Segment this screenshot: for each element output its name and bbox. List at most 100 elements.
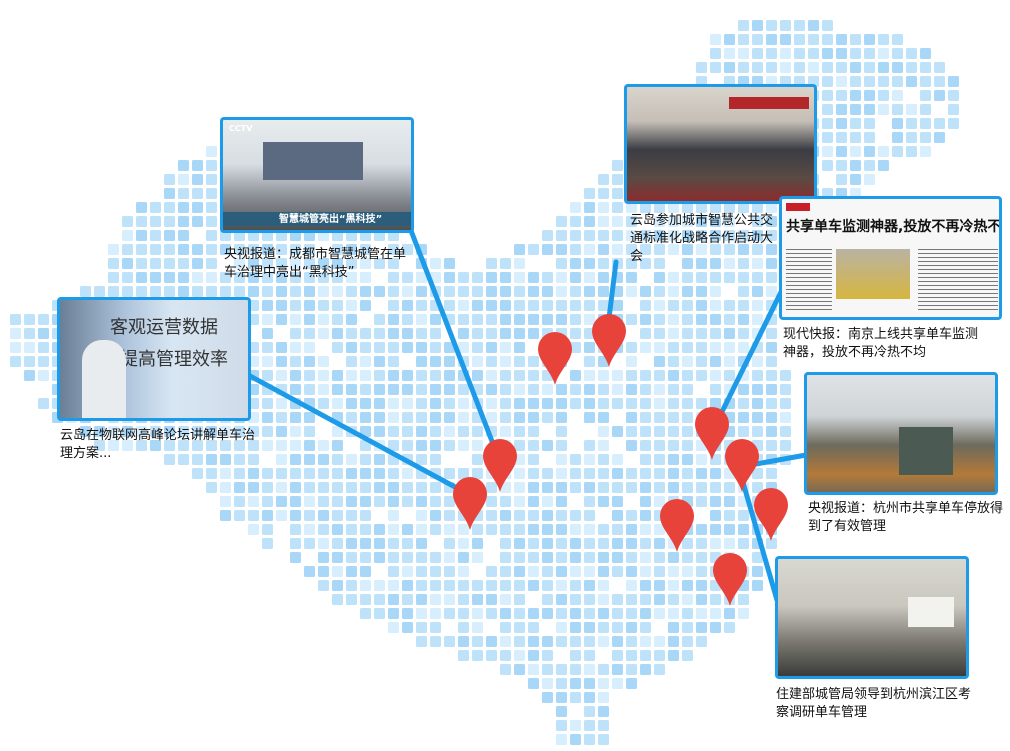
map-cell	[150, 244, 161, 255]
map-cell	[654, 454, 665, 465]
map-cell	[556, 692, 567, 703]
map-cell	[808, 48, 819, 59]
map-cell	[556, 384, 567, 395]
map-cell	[346, 342, 357, 353]
map-cell	[598, 580, 609, 591]
map-cell	[416, 426, 427, 437]
map-cell	[528, 384, 539, 395]
map-cell	[822, 118, 833, 129]
hangzhou-video[interactable]	[804, 372, 998, 495]
map-cell	[584, 566, 595, 577]
map-cell	[178, 258, 189, 269]
map-pin-icon[interactable]	[660, 499, 694, 552]
map-cell	[640, 384, 651, 395]
binjiang-photo[interactable]	[775, 556, 969, 679]
map-cell	[584, 678, 595, 689]
map-cell	[878, 48, 889, 59]
map-cell	[542, 636, 553, 647]
map-cell	[626, 286, 637, 297]
chengdu-news-image[interactable]: CCTV 智慧城管亮出“黑科技”	[220, 117, 414, 233]
map-cell	[332, 510, 343, 521]
map-cell	[556, 468, 567, 479]
map-cell	[556, 496, 567, 507]
map-cell	[556, 524, 567, 535]
map-cell	[178, 440, 189, 451]
map-cell	[290, 440, 301, 451]
map-cell	[556, 720, 567, 731]
map-pin-icon[interactable]	[592, 314, 626, 367]
map-pin-icon[interactable]	[695, 407, 729, 460]
map-cell	[416, 524, 427, 535]
map-cell	[668, 482, 679, 493]
map-cell	[696, 538, 707, 549]
map-cell	[668, 608, 679, 619]
map-cell	[234, 286, 245, 297]
map-cell	[136, 440, 147, 451]
map-cell	[542, 608, 553, 619]
map-cell	[514, 594, 525, 605]
map-cell	[654, 328, 665, 339]
map-cell	[668, 468, 679, 479]
map-cell	[416, 440, 427, 451]
map-cell	[668, 426, 679, 437]
map-cell	[164, 230, 175, 241]
map-cell	[444, 594, 455, 605]
map-cell	[108, 258, 119, 269]
map-cell	[514, 510, 525, 521]
map-cell	[724, 272, 735, 283]
map-cell	[640, 230, 651, 241]
map-cell	[514, 300, 525, 311]
map-cell	[262, 538, 273, 549]
map-cell	[374, 398, 385, 409]
forum-photo[interactable]: 客观运营数据 提高管理效率	[57, 297, 251, 421]
map-cell	[920, 48, 931, 59]
map-cell	[626, 426, 637, 437]
map-cell	[752, 244, 763, 255]
map-cell	[500, 566, 511, 577]
map-cell	[430, 356, 441, 367]
map-cell	[318, 524, 329, 535]
map-pin-icon[interactable]	[538, 332, 572, 385]
map-cell	[682, 398, 693, 409]
map-cell	[486, 482, 497, 493]
map-cell	[346, 328, 357, 339]
map-pin-icon[interactable]	[754, 488, 788, 541]
map-cell	[192, 202, 203, 213]
map-cell	[906, 132, 917, 143]
map-cell	[668, 286, 679, 297]
map-cell	[906, 48, 917, 59]
map-cell	[612, 678, 623, 689]
map-cell	[598, 454, 609, 465]
map-cell	[416, 300, 427, 311]
map-cell	[710, 496, 721, 507]
map-cell	[864, 104, 875, 115]
map-cell	[892, 62, 903, 73]
map-cell	[332, 468, 343, 479]
map-cell	[332, 426, 343, 437]
map-pin-icon[interactable]	[725, 439, 759, 492]
map-cell	[556, 664, 567, 675]
map-cell	[290, 258, 301, 269]
map-cell	[710, 384, 721, 395]
map-pin-icon[interactable]	[713, 553, 747, 606]
map-cell	[374, 482, 385, 493]
map-cell	[388, 258, 399, 269]
map-cell	[262, 356, 273, 367]
map-cell	[640, 426, 651, 437]
nanjing-newspaper[interactable]: 共享单车监测神器,投放不再冷热不均	[779, 196, 1002, 320]
meeting-photo[interactable]	[624, 84, 817, 204]
map-pin-icon[interactable]	[483, 439, 517, 492]
map-cell	[472, 538, 483, 549]
map-pin-icon[interactable]	[453, 477, 487, 530]
map-cell	[682, 300, 693, 311]
map-cell	[486, 286, 497, 297]
slide-line-2: 提高管理效率	[120, 349, 228, 370]
map-cell	[276, 482, 287, 493]
map-cell	[570, 482, 581, 493]
map-cell	[458, 412, 469, 423]
map-cell	[570, 566, 581, 577]
map-cell	[290, 426, 301, 437]
map-cell	[598, 412, 609, 423]
map-cell	[794, 62, 805, 73]
map-cell	[682, 566, 693, 577]
